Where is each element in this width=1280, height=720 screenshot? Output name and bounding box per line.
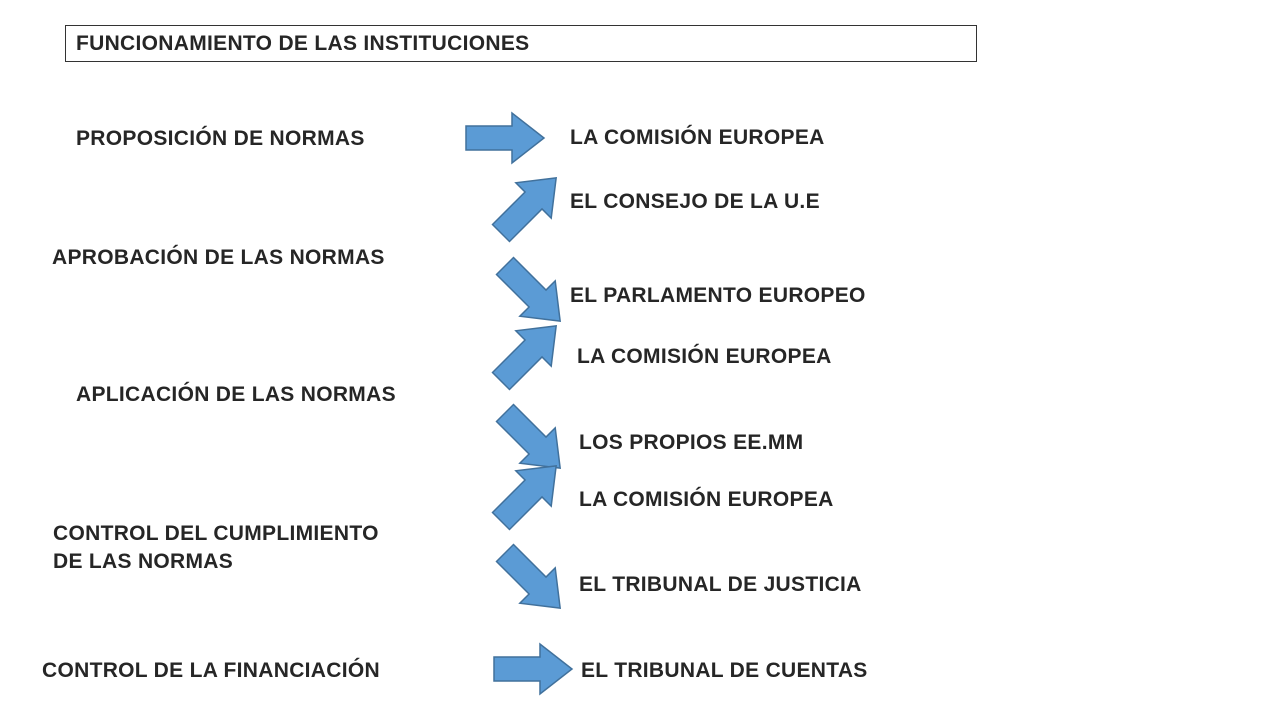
institution-label-tribunal-justicia: EL TRIBUNAL DE JUSTICIA	[579, 573, 862, 596]
arrow-right-financiacion-icon	[493, 643, 573, 695]
function-label-control-financiacion: CONTROL DE LA FINANCIACIÓN	[42, 659, 380, 682]
arrow-up-right-consejo-icon	[482, 159, 575, 252]
function-label-proposicion: PROPOSICIÓN DE NORMAS	[76, 127, 365, 150]
function-label-control-cumplimiento-line1: CONTROL DEL CUMPLIMIENTO	[53, 522, 379, 545]
institution-label-estados-miembros: LOS PROPIOS EE.MM	[579, 431, 804, 454]
function-label-control-cumplimiento-line2: DE LAS NORMAS	[53, 550, 234, 573]
institution-label-comision-aplica: LA COMISIÓN EUROPEA	[577, 345, 832, 368]
arrow-down-right-parlamento-icon	[486, 247, 579, 340]
institution-label-tribunal-cuentas: EL TRIBUNAL DE CUENTAS	[581, 659, 868, 682]
function-label-aplicacion: APLICACIÓN DE LAS NORMAS	[76, 383, 396, 406]
arrow-right-proposicion-icon	[465, 112, 545, 164]
institution-label-parlamento: EL PARLAMENTO EUROPEO	[570, 284, 866, 307]
institution-label-consejo: EL CONSEJO DE LA U.E	[570, 190, 820, 213]
institution-label-comision-controla: LA COMISIÓN EUROPEA	[579, 488, 834, 511]
institution-label-comision-propone: LA COMISIÓN EUROPEA	[570, 126, 825, 149]
arrow-down-right-tribunal-icon	[486, 534, 579, 627]
function-label-aprobacion: APROBACIÓN DE LAS NORMAS	[52, 246, 385, 269]
page-title: FUNCIONAMIENTO DE LAS INSTITUCIONES	[65, 25, 977, 62]
